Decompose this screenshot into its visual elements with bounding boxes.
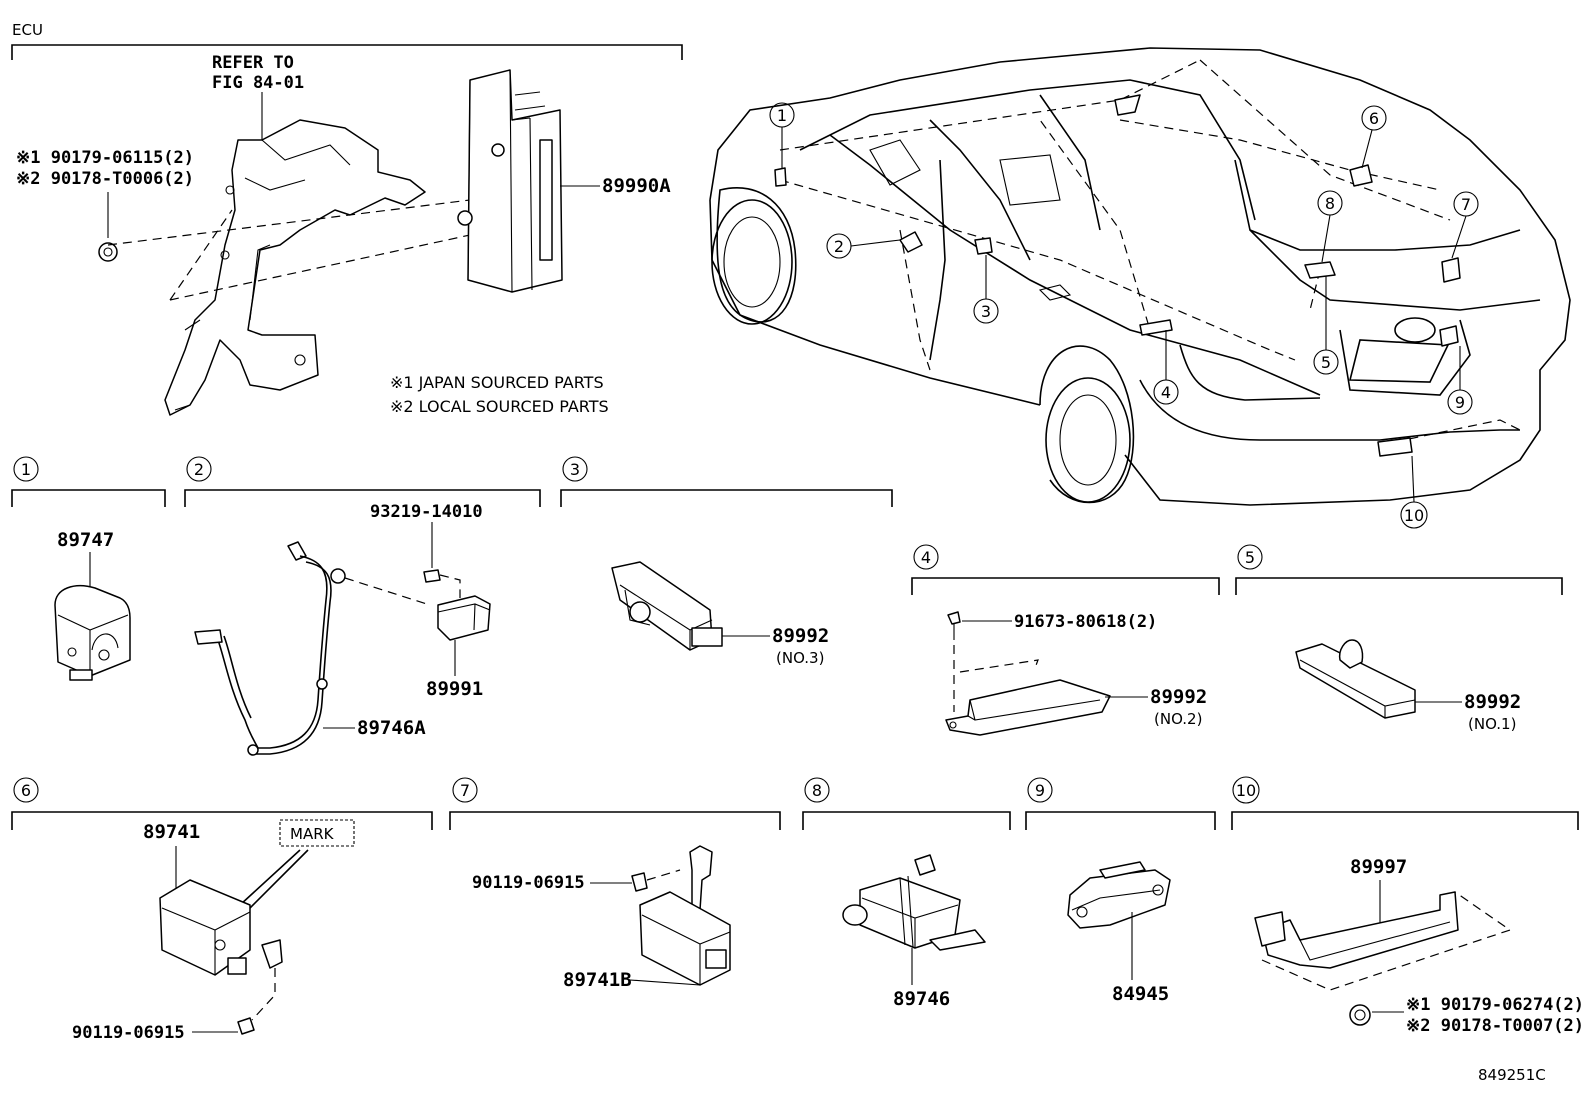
group-9: 9 84945 <box>1025 777 1216 1005</box>
group-3: 3 89992 (NO.3) <box>560 456 893 667</box>
svg-text:6: 6 <box>21 781 31 800</box>
svg-text:1: 1 <box>777 106 787 125</box>
svg-text:(NO.3): (NO.3) <box>776 649 824 667</box>
svg-text:4: 4 <box>921 548 931 567</box>
svg-text:89741B: 89741B <box>563 969 632 991</box>
svg-text:10: 10 <box>1236 781 1256 800</box>
svg-text:90119-06915: 90119-06915 <box>72 1023 185 1043</box>
svg-text:89997: 89997 <box>1350 856 1407 878</box>
group-7: 7 90119-06915 89741B <box>449 777 781 991</box>
ecu-nut <box>98 242 118 262</box>
svg-text:89992: 89992 <box>1464 691 1521 713</box>
svg-text:91673-80618(2): 91673-80618(2) <box>1014 612 1157 632</box>
svg-text:※2 90178-T0007(2): ※2 90178-T0007(2) <box>1406 1016 1584 1036</box>
group-1: 1 89747 <box>11 456 166 681</box>
svg-text:90119-06915: 90119-06915 <box>472 873 585 893</box>
svg-text:93219-14010: 93219-14010 <box>370 502 483 522</box>
svg-text:89747: 89747 <box>57 529 114 551</box>
svg-text:2: 2 <box>834 237 844 256</box>
svg-text:89991: 89991 <box>426 678 483 700</box>
svg-text:9: 9 <box>1455 393 1465 412</box>
ecu-nut-hole <box>103 247 113 257</box>
svg-text:89992: 89992 <box>772 625 829 647</box>
svg-text:8: 8 <box>1325 194 1335 213</box>
svg-text:8: 8 <box>812 781 822 800</box>
ecu-part-number: 89990A <box>602 175 671 197</box>
note-local: ※2 LOCAL SOURCED PARTS <box>390 397 609 416</box>
ecu-dash-2 <box>169 234 471 301</box>
ecu-fastener-jp: ※1 90179-06115(2) <box>16 148 194 168</box>
figure-code: 849251C <box>1478 1066 1546 1084</box>
svg-text:7: 7 <box>460 781 470 800</box>
ecu-bracket <box>164 119 426 416</box>
svg-text:2: 2 <box>194 460 204 479</box>
refer-to-text: REFER TO <box>212 53 294 73</box>
ecu-label: ECU <box>12 21 43 39</box>
svg-text:89741: 89741 <box>143 821 200 843</box>
svg-text:5: 5 <box>1245 548 1255 567</box>
ecu-module <box>457 69 563 293</box>
car-illustration <box>709 47 1571 506</box>
svg-text:6: 6 <box>1369 109 1379 128</box>
svg-text:89746A: 89746A <box>357 717 426 739</box>
note-japan: ※1 JAPAN SOURCED PARTS <box>390 373 604 392</box>
svg-text:1: 1 <box>21 460 31 479</box>
refer-fig-text: FIG 84-01 <box>212 73 304 93</box>
svg-text:10: 10 <box>1404 506 1424 525</box>
group-5: 5 89992 (NO.1) <box>1235 544 1563 733</box>
svg-text:3: 3 <box>570 460 580 479</box>
svg-text:(NO.2): (NO.2) <box>1154 710 1202 728</box>
ecu-dash-3 <box>169 209 233 301</box>
svg-text:5: 5 <box>1321 353 1331 372</box>
ecu-fastener-local: ※2 90178-T0006(2) <box>16 169 194 189</box>
group-6: 6 89741 MARK 90119-06915 <box>11 777 433 1043</box>
group-10: 10 89997 ※1 90179-06274(2) ※2 90178-T000… <box>1231 776 1584 1036</box>
svg-text:4: 4 <box>1161 383 1171 402</box>
svg-text:9: 9 <box>1035 781 1045 800</box>
svg-text:89992: 89992 <box>1150 686 1207 708</box>
svg-text:MARK: MARK <box>290 825 335 843</box>
svg-text:89746: 89746 <box>893 988 950 1010</box>
svg-text:(NO.1): (NO.1) <box>1468 715 1516 733</box>
group-4: 4 91673-80618(2) 89992 (NO.2) <box>911 544 1220 736</box>
car-callouts: 1 2 3 4 5 6 7 8 9 10 <box>769 102 1479 529</box>
group-2: 2 93219-14010 89991 89746A <box>184 456 541 756</box>
svg-text:3: 3 <box>981 302 991 321</box>
group-8: 8 89746 <box>802 777 1011 1010</box>
ecu-dash-1 <box>107 199 471 246</box>
svg-text:※1 90179-06274(2): ※1 90179-06274(2) <box>1406 995 1584 1015</box>
ecu-bracket-line <box>11 44 683 60</box>
svg-text:7: 7 <box>1461 195 1471 214</box>
svg-text:84945: 84945 <box>1112 983 1169 1005</box>
